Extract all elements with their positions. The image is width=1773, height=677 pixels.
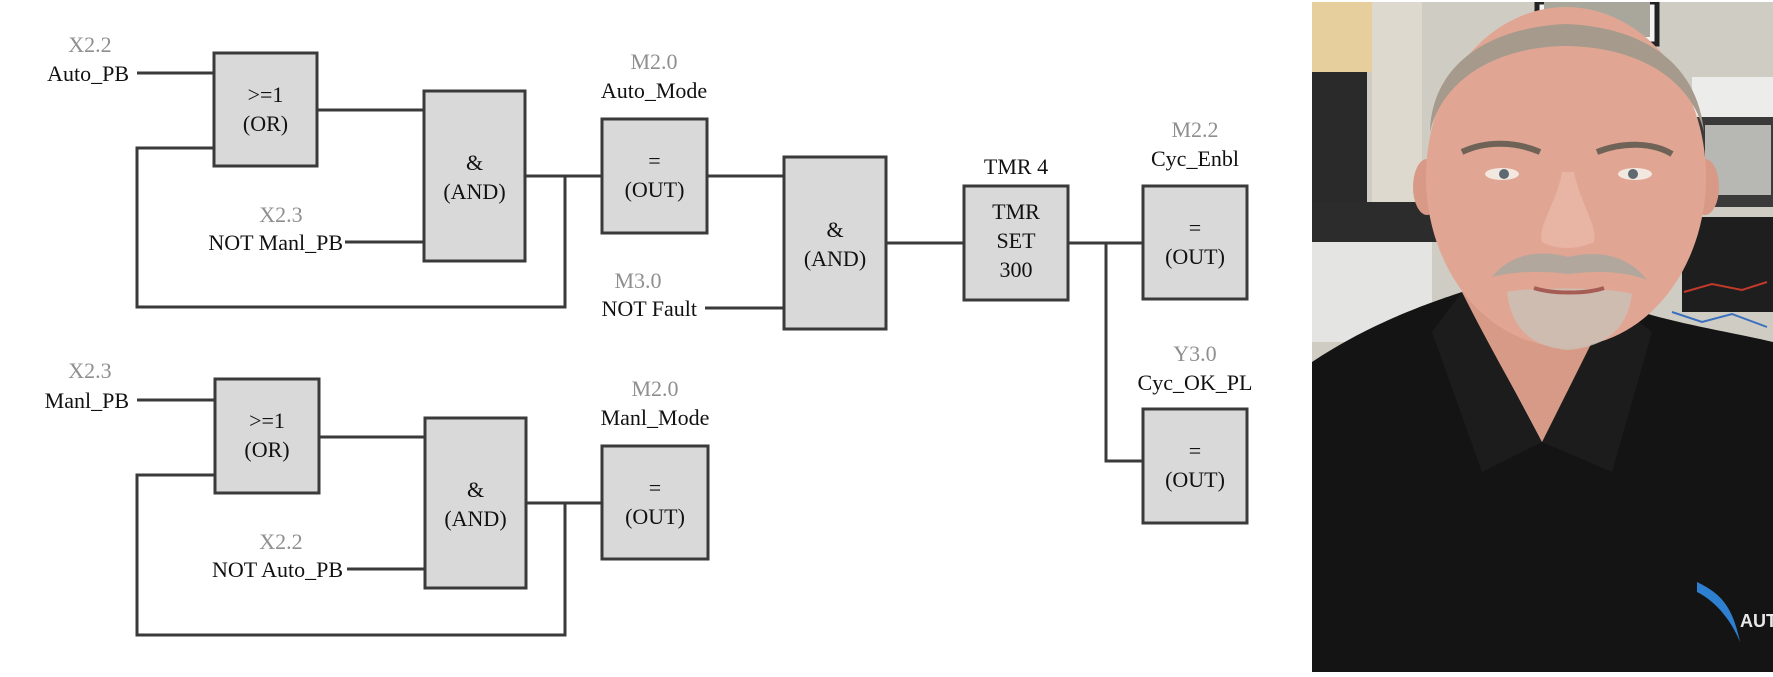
- out-block: = (OUT): [1141, 407, 1249, 525]
- doorway-background: [1312, 2, 1372, 72]
- timer-label: TMR 4: [984, 154, 1048, 179]
- timer-set-label: SET: [996, 228, 1036, 253]
- logic-diagram: X2.2 Auto_PB X2.3 NOT Manl_PB >=1 (OR) &…: [45, 32, 1253, 637]
- mouth: [1533, 286, 1605, 295]
- shelf: [1692, 77, 1773, 122]
- shirt-logo-text: AUTO: [1740, 611, 1773, 631]
- tag-label: Manl_PB: [45, 388, 129, 413]
- out-block: = (OUT): [600, 444, 710, 561]
- out-block: = (OUT): [600, 117, 709, 235]
- out-block: = (OUT): [1141, 184, 1249, 301]
- address-label: M2.2: [1171, 117, 1218, 142]
- block-symbol: &: [826, 217, 843, 242]
- block-type: (OUT): [625, 504, 685, 529]
- and-block: & (AND): [782, 155, 888, 331]
- auto-rung: X2.2 Auto_PB X2.3 NOT Manl_PB >=1 (OR) &…: [47, 32, 784, 309]
- goatee: [1507, 288, 1632, 350]
- address-label: M3.0: [614, 268, 661, 293]
- timer-preset-value: 300: [1000, 257, 1033, 282]
- block-type: (OUT): [1165, 467, 1225, 492]
- block-type: (AND): [443, 179, 505, 204]
- block-type: (OR): [244, 437, 289, 462]
- wire-manual-seal-in: [135, 473, 567, 637]
- block-symbol: &: [466, 150, 483, 175]
- block-type: (OUT): [625, 177, 685, 202]
- nose: [1541, 172, 1595, 248]
- door-frame: [1372, 2, 1422, 202]
- tag-label: NOT Fault: [601, 296, 697, 321]
- right-iris: [1628, 169, 1638, 179]
- block-type: (OR): [243, 111, 288, 136]
- block-symbol: =: [648, 148, 660, 173]
- hair: [1430, 24, 1704, 132]
- block-symbol: =: [1189, 215, 1201, 240]
- dark-cabinet: [1312, 72, 1367, 202]
- and-block: & (AND): [422, 89, 527, 263]
- left-iris: [1499, 169, 1509, 179]
- tag-label: NOT Manl_PB: [208, 230, 343, 255]
- block-symbol: >=1: [248, 82, 284, 107]
- wire-branch-to-pilot: [1104, 243, 1143, 463]
- or-block: >=1 (OR): [213, 377, 321, 495]
- tag-label: Cyc_Enbl: [1151, 146, 1239, 171]
- address-label: X2.3: [68, 358, 111, 383]
- manual-rung: X2.3 Manl_PB X2.2 NOT Auto_PB >=1 (OR) &…: [45, 358, 710, 637]
- portrait-photo: AUTO: [1312, 2, 1773, 672]
- shirt-logo-swoosh-icon: [1697, 582, 1740, 642]
- plc-wiring: [1683, 281, 1768, 293]
- block-type: (AND): [804, 246, 866, 271]
- tag-label: Auto_Mode: [601, 78, 707, 103]
- address-label: M2.0: [630, 49, 677, 74]
- address-label: X2.3: [259, 202, 302, 227]
- black-polo-shirt: [1312, 292, 1773, 672]
- address-label: Y3.0: [1173, 341, 1216, 366]
- tag-label: Manl_Mode: [601, 405, 710, 430]
- block-type: TMR: [992, 199, 1040, 224]
- block-symbol: >=1: [249, 408, 285, 433]
- block-type: (OUT): [1165, 244, 1225, 269]
- and-block: & (AND): [423, 416, 528, 590]
- block-symbol: &: [467, 477, 484, 502]
- tag-label: NOT Auto_PB: [212, 557, 343, 582]
- block-symbol: =: [1189, 438, 1201, 463]
- address-label: M2.0: [631, 376, 678, 401]
- plc-wiring: [1671, 311, 1768, 328]
- mustache: [1492, 253, 1647, 280]
- block-symbol: =: [649, 475, 661, 500]
- or-block: >=1 (OR): [212, 51, 319, 168]
- wire-auto-seal-in: [135, 146, 567, 309]
- cycle-rung: M3.0 NOT Fault & (AND) TMR 4 TMR SET 300…: [601, 117, 1253, 525]
- shirt-collar-left: [1432, 292, 1542, 472]
- address-label: X2.2: [68, 32, 111, 57]
- tag-label: Auto_PB: [47, 61, 129, 86]
- tag-label: Cyc_OK_PL: [1138, 370, 1253, 395]
- shirt-collar-right: [1542, 302, 1652, 472]
- block-type: (AND): [444, 506, 506, 531]
- right-eyebrow: [1595, 141, 1674, 157]
- left-eyebrow: [1460, 140, 1542, 155]
- address-label: X2.2: [259, 529, 302, 554]
- timer-block: TMR SET 300: [962, 184, 1070, 302]
